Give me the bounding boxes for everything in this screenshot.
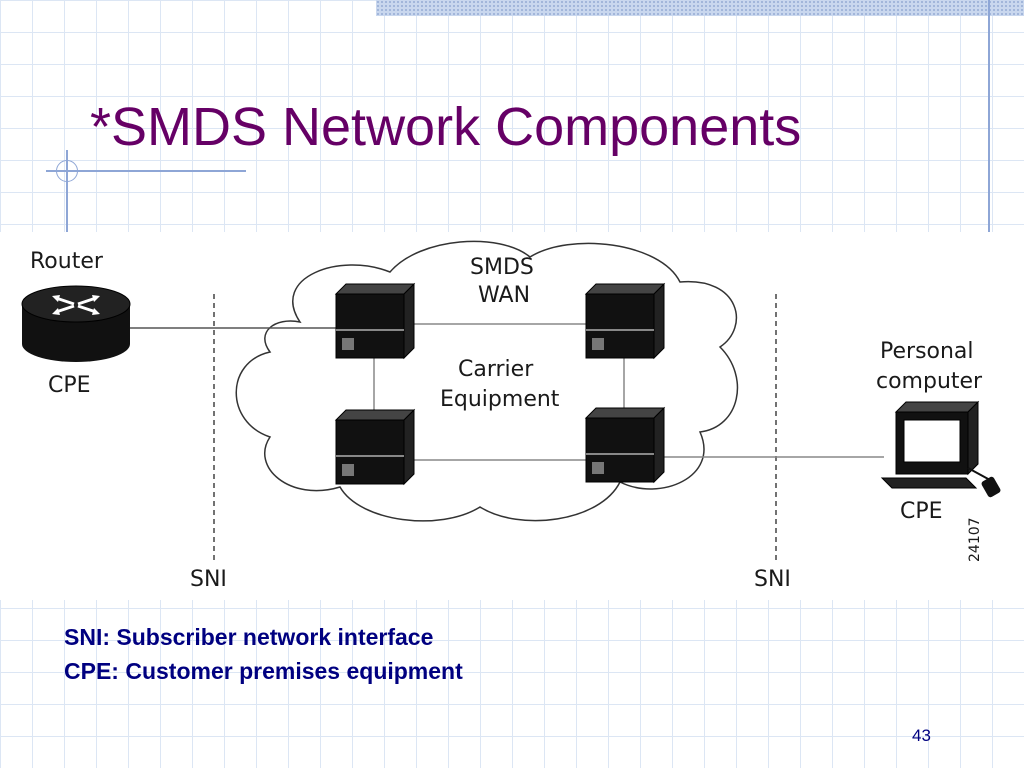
switch-bottom-right-icon (584, 406, 666, 484)
right-decorative-line (988, 0, 990, 232)
smds-network-diagram: Router CPE SMDS WAN Carrier Equipment Pe… (0, 232, 1024, 600)
pc-label-line2: computer (876, 369, 983, 394)
page-number: 43 (912, 726, 931, 745)
right-cpe-label: CPE (900, 499, 943, 524)
legend-cpe: CPE: Customer premises equipment (64, 658, 463, 684)
switch-bottom-left-icon (334, 408, 416, 486)
router-icon (21, 285, 131, 362)
legend-sni: SNI: Subscriber network interface (64, 624, 434, 650)
left-decorative-hline (46, 170, 246, 172)
personal-computer-icon (880, 400, 1001, 498)
figure-id-label: 24107 (967, 517, 983, 562)
cloud-title-wan: WAN (478, 283, 531, 308)
top-decorative-band (376, 0, 1024, 16)
right-sni-label: SNI (754, 567, 791, 592)
switch-top-left-icon (334, 282, 416, 360)
carrier-label-line2: Equipment (440, 387, 560, 412)
cloud-title-smds: SMDS (470, 255, 534, 280)
carrier-label-line1: Carrier (458, 357, 534, 382)
left-cpe-label: CPE (48, 373, 91, 398)
left-sni-label: SNI (190, 567, 227, 592)
left-decorative-vline (66, 150, 68, 232)
decorative-circle (56, 160, 78, 182)
router-label: Router (30, 249, 103, 274)
switch-top-right-icon (584, 282, 666, 360)
pc-label-line1: Personal (880, 339, 974, 364)
diagram-graphics (21, 240, 1001, 562)
slide-title: *SMDS Network Components (90, 97, 802, 157)
